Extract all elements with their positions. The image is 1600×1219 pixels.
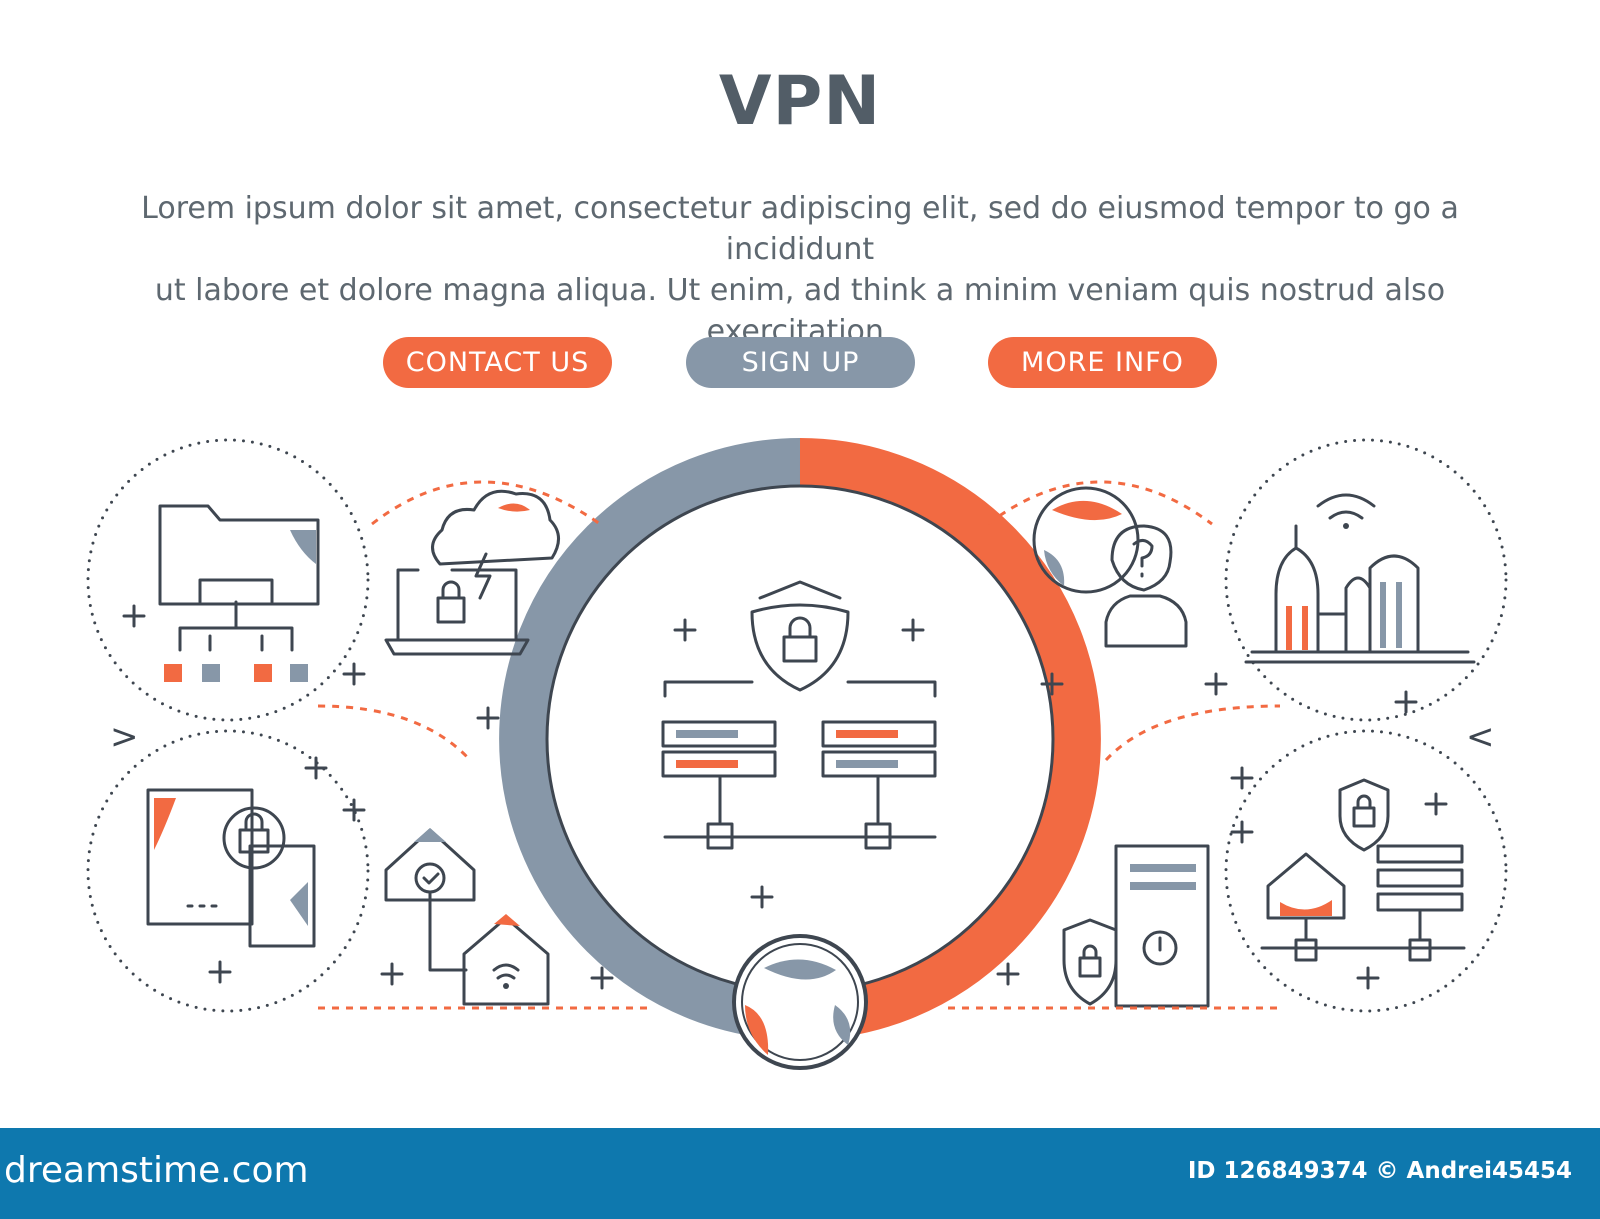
footer-bar: dreamstime.com ID 126849374 © Andrei4545… [0,1128,1600,1219]
intro-line-2: ut labore et dolore magna aliqua. Ut eni… [154,273,1446,349]
devices-sync-lock-icon [86,729,370,1013]
smart-home-icon [318,828,652,1010]
city-wifi-icon [1224,438,1508,722]
intro-text: Lorem ipsum dolor sit amet, consectetur … [80,188,1520,352]
anonymous-user-globe-icon [987,480,1228,696]
central-ring [499,438,1101,1040]
intro-line-1: Lorem ipsum dolor sit amet, consectetur … [141,191,1459,267]
pc-power-shield-icon [948,766,1282,1010]
globe-icon [732,934,868,1070]
footer-credit: ID 126849374 © Andrei45454 [1187,1158,1572,1184]
contact-us-button[interactable]: CONTACT US [383,337,612,388]
plus-marks [304,706,500,822]
sign-up-button[interactable]: SIGN UP [686,337,915,388]
prev-arrow[interactable]: > [110,717,139,757]
cloud-laptop-lock-icon [371,480,601,656]
connector-line-right [1104,704,1281,762]
home-server-shield-icon [1224,729,1508,1013]
page-title: VPN [718,62,882,141]
folder-network-icon [86,438,370,722]
more-info-button[interactable]: MORE INFO [988,337,1217,388]
vpn-illustration: > [86,438,1508,1070]
footer-brand[interactable]: dreamstime.com [4,1150,309,1191]
connector-line [317,704,472,762]
server-shield-icon [661,580,937,909]
next-arrow[interactable]: < [1466,717,1495,757]
